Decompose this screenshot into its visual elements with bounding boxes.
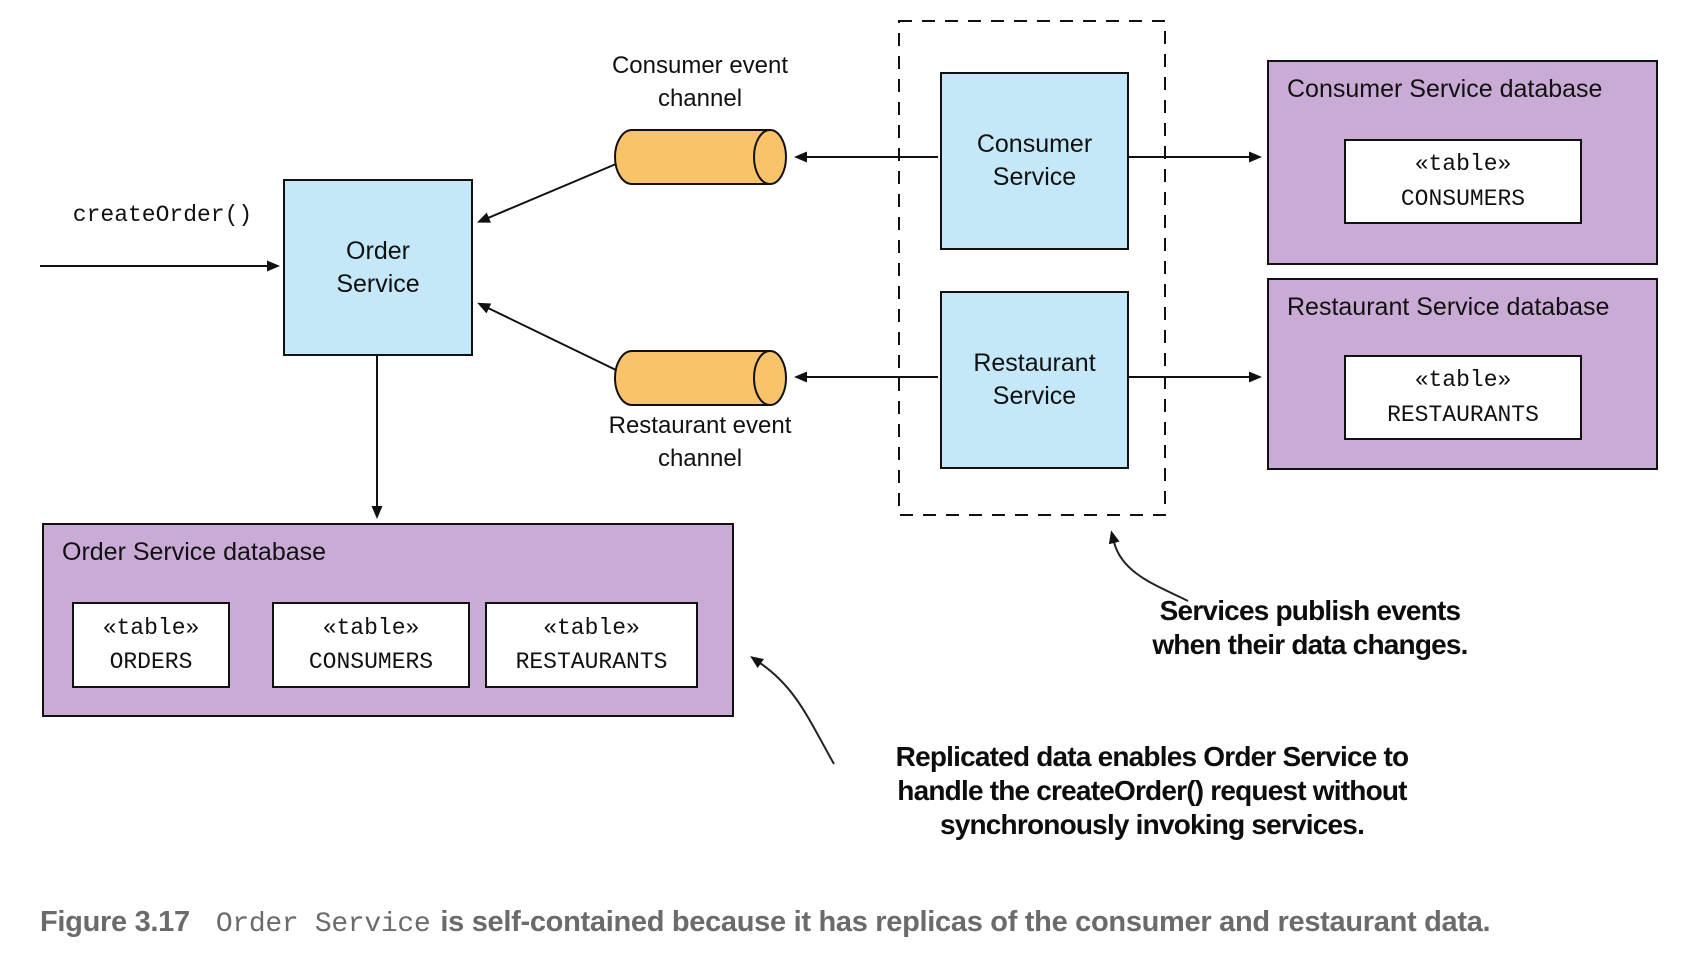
caption-text: is self-contained because it has replica… [440, 906, 1491, 938]
create-order-label: createOrder() [72, 202, 253, 228]
table-name: RESTAURANTS [1387, 401, 1539, 428]
replicated-restaurants-table: «table» RESTAURANTS [485, 602, 698, 688]
restaurant-service-box: Restaurant Service [940, 291, 1129, 469]
order-service-box: Order Service [283, 179, 473, 356]
table-name: CONSUMERS [1400, 185, 1526, 212]
consumer-event-channel-label: Consumer event channel [611, 52, 789, 112]
publish-annotation-arrow [1108, 530, 1189, 602]
publish-annotation: Services publish events when their data … [1152, 595, 1468, 661]
table-stereotype: «table» [1414, 151, 1512, 177]
restaurant-event-channel-label: Restaurant event channel [608, 412, 792, 472]
restaurants-table: «table» RESTAURANTS [1344, 355, 1582, 440]
order-database-title: Order Service database [62, 538, 327, 566]
consumer-database-title: Consumer Service database [1287, 75, 1603, 103]
table-stereotype: «table» [543, 614, 640, 641]
restaurant-database-title: Restaurant Service database [1287, 293, 1610, 321]
table-stereotype: «table» [322, 614, 420, 641]
figure-number: Figure 3.17 [40, 906, 190, 938]
caption-code: Order Service [215, 909, 431, 940]
consumer-service-box: Consumer Service [940, 72, 1129, 250]
consumer-service-database: Consumer Service database «table» CONSUM… [1267, 60, 1658, 265]
table-name: RESTAURANTS [515, 649, 668, 675]
table-stereotype: «table» [102, 614, 200, 641]
replicated-consumers-table: «table» CONSUMERS [272, 602, 470, 688]
replicated-annotation: Replicated data enables Order Service to… [895, 741, 1409, 841]
order-service-database: Order Service database «table» ORDERS «t… [42, 523, 734, 717]
table-name: ORDERS [109, 649, 193, 675]
figure-caption: Figure 3.17 Order Service is self-containe… [40, 906, 1660, 940]
consumer-event-channel-cylinder [614, 129, 787, 185]
restaurant-service-database: Restaurant Service database «table» REST… [1267, 278, 1658, 470]
table-name: CONSUMERS [308, 649, 434, 675]
restaurant-channel-to-order-service-arrow [477, 302, 617, 371]
consumers-table: «table» CONSUMERS [1344, 139, 1582, 224]
orders-table: «table» ORDERS [72, 602, 230, 688]
table-stereotype: «table» [1414, 367, 1512, 393]
restaurant-event-channel-cylinder [614, 350, 787, 406]
consumer-channel-to-order-service-arrow [476, 163, 617, 223]
